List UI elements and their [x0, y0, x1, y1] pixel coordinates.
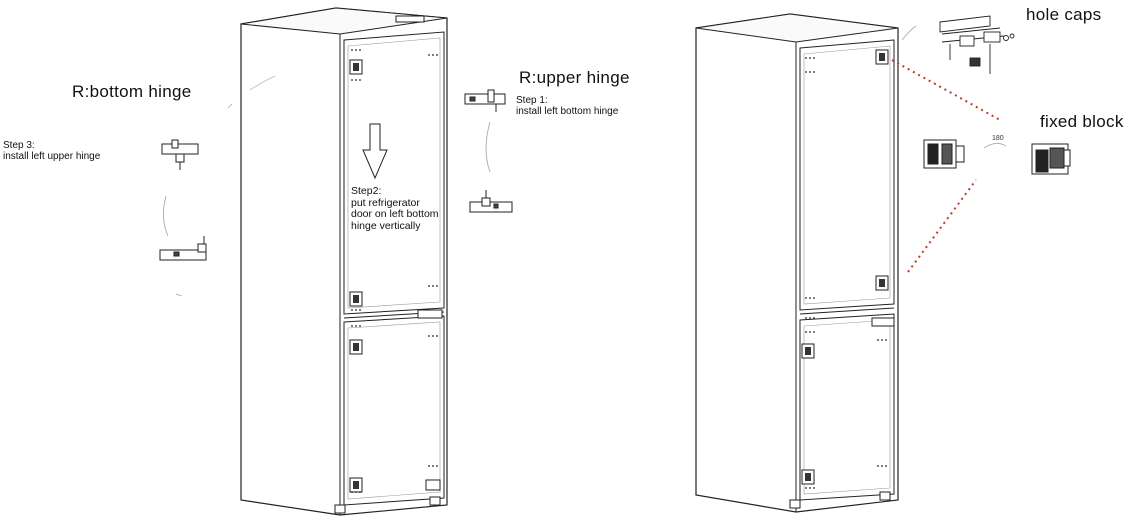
hole-caps-detail: [939, 15, 1015, 74]
dotted-leaders: [891, 59, 1001, 273]
step3-bottom-hinge-part: [159, 236, 207, 261]
right-fridge-hinges: [801, 49, 895, 485]
step3-upper-hinge-part: [161, 139, 199, 170]
step1-text: install left bottom hinge: [516, 106, 619, 117]
step2-title: Step2:: [351, 185, 382, 197]
step2-line3: hinge vertically: [351, 219, 421, 232]
fixed-block-label: fixed block: [1040, 112, 1124, 131]
step3-text: install left upper hinge: [3, 151, 101, 162]
step1-block: Step 1: install left bottom hinge: [516, 95, 618, 117]
right-fridge-dot-marks: [805, 57, 887, 489]
step3-title: Step 3:: [3, 140, 35, 151]
fixed-block-left: [923, 139, 965, 169]
faint-motion-arcs: [163, 121, 491, 297]
upper-hinge-part: [464, 89, 506, 112]
left-fridge: [227, 7, 448, 516]
hole-caps-arcs: [901, 25, 917, 41]
upper-hinge-title: R:upper hinge: [519, 68, 630, 87]
bottom-hinge-part-right: [469, 190, 513, 213]
left-fridge-hinges: [349, 15, 443, 493]
angle-arc: [983, 143, 1007, 149]
step2-block: Step2: put refrigerator door on left bot…: [351, 185, 439, 232]
step1-title: Step 1:: [516, 95, 548, 106]
fixed-block-right: [1031, 143, 1071, 175]
left-fridge-dot-marks: [351, 49, 438, 493]
hole-caps-label: hole caps: [1026, 5, 1102, 24]
step2-line1: put refrigerator: [351, 196, 420, 209]
step2-line2: door on left bottom: [351, 208, 439, 220]
down-arrow-icon: [362, 123, 388, 180]
step3-block: Step 3: install left upper hinge: [3, 140, 100, 162]
bottom-hinge-title: R:bottom hinge: [72, 82, 192, 101]
angle-label: 180: [992, 135, 1004, 142]
right-fridge: [695, 13, 899, 513]
